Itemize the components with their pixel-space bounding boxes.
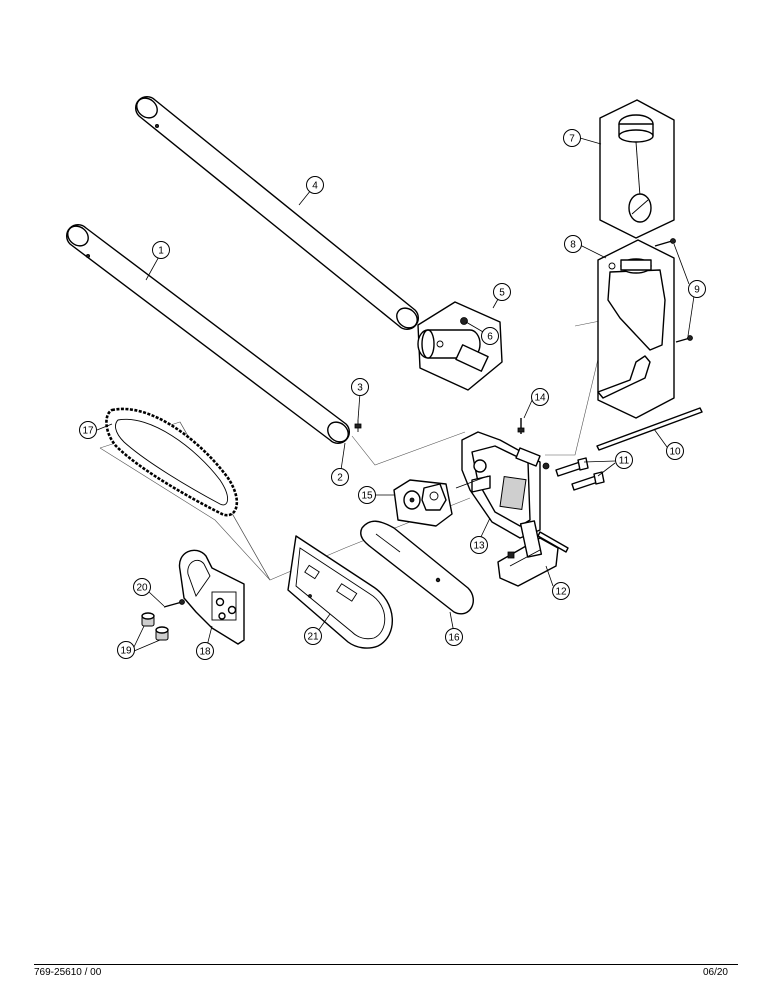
callout-3: 3 <box>351 378 369 396</box>
oil-line-rod <box>596 407 703 451</box>
callout-6: 6 <box>481 327 499 345</box>
callout-15: 15 <box>358 486 376 504</box>
bar-nuts <box>141 612 169 641</box>
callout-14-label: 14 <box>534 393 546 404</box>
callout-7-label: 7 <box>569 134 575 145</box>
footer-divider <box>34 964 738 965</box>
coupler-screw <box>460 317 468 325</box>
callout-16-label: 16 <box>448 633 460 644</box>
callout-16: 16 <box>445 628 463 646</box>
footer-date: 06/20 <box>702 967 728 978</box>
guide-bar <box>360 520 474 615</box>
callout-2-label: 2 <box>337 473 343 484</box>
callout-12: 12 <box>552 582 570 600</box>
callout-19-label: 19 <box>120 646 132 657</box>
bar-cover <box>287 535 393 649</box>
guard-screw <box>163 599 185 608</box>
callout-10: 10 <box>666 442 684 460</box>
callout-13-label: 13 <box>473 541 485 552</box>
callout-17: 17 <box>79 421 97 439</box>
callout-6-label: 6 <box>487 332 493 343</box>
fuel-cap-assembly <box>599 99 675 239</box>
callout-19: 19 <box>117 641 135 659</box>
callout-18: 18 <box>196 642 214 660</box>
callout-20: 20 <box>133 578 151 596</box>
callout-2: 2 <box>331 468 349 486</box>
callout-11-label: 11 <box>619 456 630 467</box>
callout-14: 14 <box>531 388 549 406</box>
callout-10-label: 10 <box>669 447 681 458</box>
callout-13: 13 <box>470 536 488 554</box>
callout-21-label: 21 <box>307 632 319 643</box>
sprocket-guard <box>178 549 245 645</box>
callout-5: 5 <box>493 283 511 301</box>
callout-20-label: 20 <box>136 583 148 594</box>
callout-4: 4 <box>306 176 324 194</box>
callout-7: 7 <box>563 129 581 147</box>
callout-9: 9 <box>688 280 706 298</box>
callout-8-label: 8 <box>570 240 576 251</box>
saw-chain <box>105 407 239 517</box>
gear-housing-bolts <box>555 457 605 491</box>
callout-15-label: 15 <box>361 491 373 502</box>
callout-9-label: 9 <box>694 285 700 296</box>
shaft-screw <box>354 420 362 432</box>
callout-3-label: 3 <box>357 383 363 394</box>
sprocket-assembly <box>393 475 489 527</box>
callout-8: 8 <box>564 235 582 253</box>
upper-shaft-tube <box>135 96 419 330</box>
callout-18-label: 18 <box>199 647 211 658</box>
gear-housing <box>461 431 550 539</box>
gear-housing-screw <box>517 418 525 434</box>
lower-shaft-tube <box>66 224 350 444</box>
callout-21: 21 <box>304 627 322 645</box>
oil-tank-assembly <box>597 239 675 419</box>
chain-tensioner <box>497 520 569 587</box>
coupler-assembly <box>417 301 503 391</box>
callout-1: 1 <box>152 241 170 259</box>
callout-4-label: 4 <box>312 181 318 192</box>
footer-part-number: 769-25610 / 00 <box>34 967 102 978</box>
oil-tank-screws <box>654 238 693 343</box>
callout-11: 11 <box>615 451 633 469</box>
callout-17-label: 17 <box>82 426 94 437</box>
callout-5-label: 5 <box>499 288 505 299</box>
callout-12-label: 12 <box>555 587 567 598</box>
callout-1-label: 1 <box>158 246 164 257</box>
